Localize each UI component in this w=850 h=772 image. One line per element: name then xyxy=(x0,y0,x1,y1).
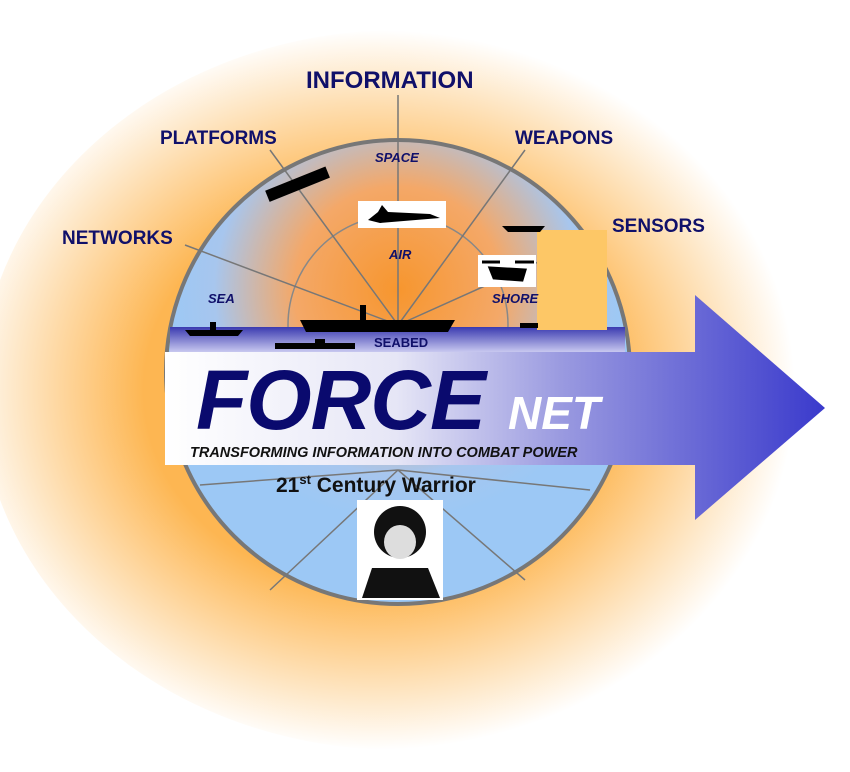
uav-icon xyxy=(502,226,545,232)
zone-seabed: SEABED xyxy=(374,335,429,350)
label-weapons: WEAPONS xyxy=(515,128,614,149)
zone-shore: SHORE xyxy=(492,291,539,306)
logo-tagline: TRANSFORMING INFORMATION INTO COMBAT POW… xyxy=(190,445,578,461)
radial-lines xyxy=(184,95,606,591)
tiltrotor-icon xyxy=(482,260,534,282)
label-sensors: SENSORS xyxy=(612,216,705,237)
label-platforms: PLATFORMS xyxy=(160,128,277,149)
warrior-portrait-icon xyxy=(362,506,440,598)
destroyer-icon xyxy=(185,322,243,336)
logo-net: NET xyxy=(508,387,600,439)
warrior-ordinal: st xyxy=(299,472,311,487)
warrior-text: Century Warrior xyxy=(310,474,476,497)
label-networks: NETWORKS xyxy=(62,228,173,249)
fighter-jet-icon xyxy=(368,205,440,223)
zone-space: SPACE xyxy=(375,150,419,165)
warrior-number: 21 xyxy=(276,474,300,497)
carrier-icon xyxy=(300,305,455,332)
submarine-icon xyxy=(275,339,355,349)
sensor-panel xyxy=(537,230,607,330)
logo-force: FORCE xyxy=(196,353,486,447)
warrior-caption: 21st Century Warrior xyxy=(276,472,476,497)
zone-sea: SEA xyxy=(208,291,235,306)
satellite-icon xyxy=(265,166,330,202)
zone-air: AIR xyxy=(389,247,412,262)
label-information: INFORMATION xyxy=(306,67,474,94)
forcenet-arrow xyxy=(165,295,825,520)
landing-craft-icon xyxy=(520,323,538,328)
